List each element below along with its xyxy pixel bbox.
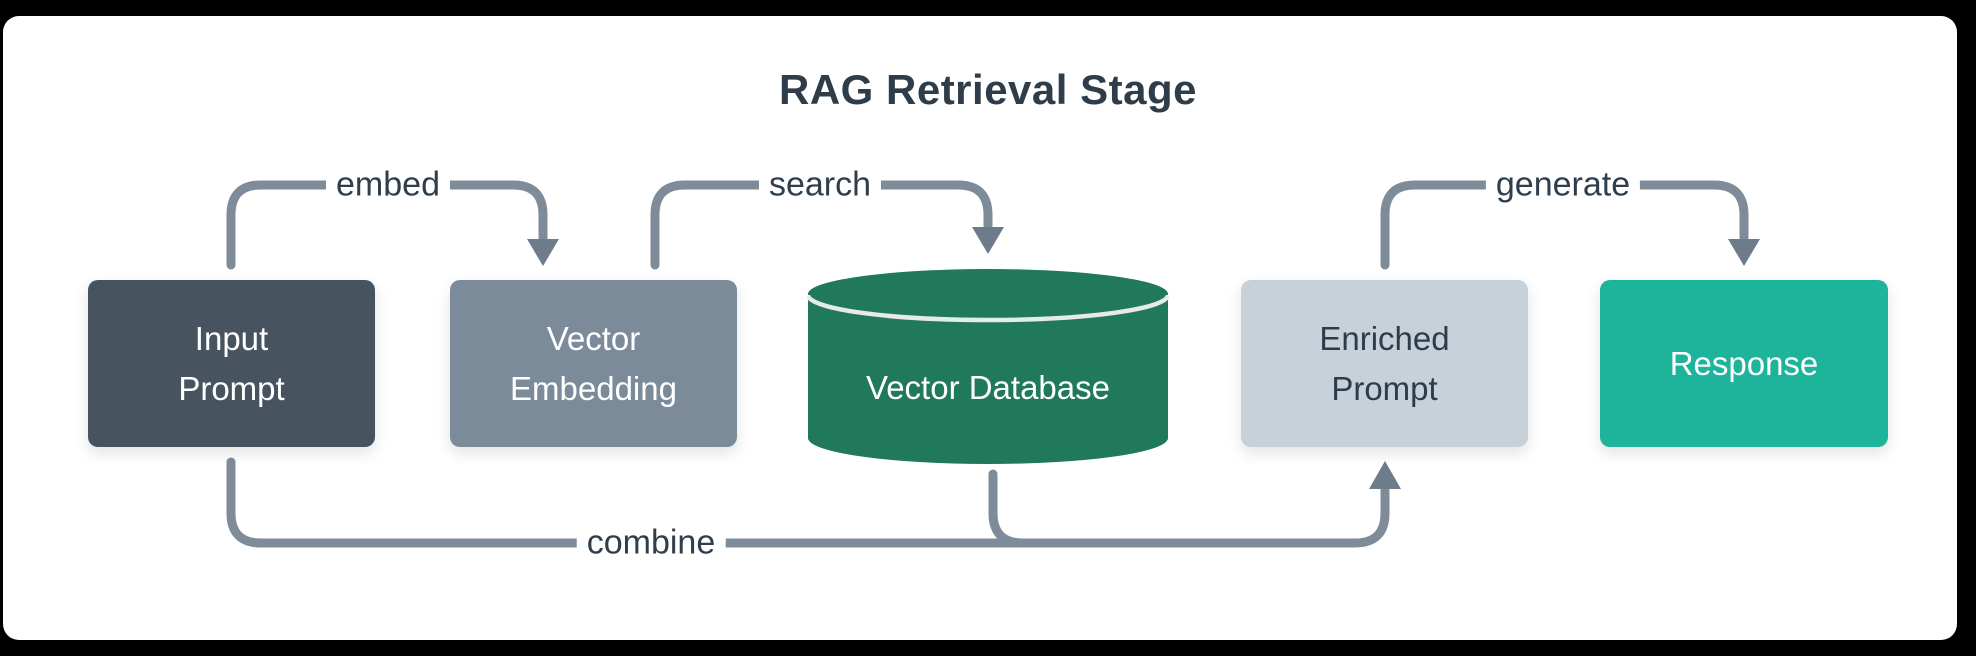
node-response: Response xyxy=(1600,280,1888,447)
diagram-title: RAG Retrieval Stage xyxy=(779,66,1197,113)
edge-generate-path-out xyxy=(1380,180,1492,270)
edge-combine-path-in xyxy=(721,485,1390,548)
edge-search-arrowhead xyxy=(972,227,1004,254)
edge-search-path-out xyxy=(650,180,767,270)
node-vector-embedding-label: Vector Embedding xyxy=(510,320,677,407)
database-cylinder-icon xyxy=(807,269,1169,464)
edge-database-join-path xyxy=(988,469,1067,548)
edge-label-combine: combine xyxy=(576,522,726,564)
node-vector-embedding: Vector Embedding xyxy=(450,280,737,447)
edge-embed-path-out xyxy=(226,180,341,270)
node-input-prompt: Input Prompt xyxy=(88,280,375,447)
cylinder-rim xyxy=(807,294,1169,323)
edge-combine-path-out xyxy=(226,457,581,548)
node-enriched-prompt: Enriched Prompt xyxy=(1241,280,1528,447)
edge-generate-arrowhead xyxy=(1728,239,1760,266)
node-response-label: Response xyxy=(1669,344,1819,382)
node-vector-database: Vector Database xyxy=(807,268,1169,464)
node-vector-database-label: Vector Database xyxy=(866,369,1110,407)
edge-search-path-in xyxy=(873,180,993,231)
edge-generate-path-in xyxy=(1634,180,1749,243)
edge-combine-arrowhead xyxy=(1369,461,1401,489)
edge-label-search: search xyxy=(758,164,882,206)
edge-label-generate: generate xyxy=(1485,164,1641,206)
node-input-prompt-label: Input Prompt xyxy=(178,320,285,407)
node-enriched-prompt-label: Enriched Prompt xyxy=(1319,320,1450,407)
edge-label-embed: embed xyxy=(326,164,450,206)
edge-embed-arrowhead xyxy=(527,239,559,266)
edge-embed-path-in xyxy=(436,180,548,243)
